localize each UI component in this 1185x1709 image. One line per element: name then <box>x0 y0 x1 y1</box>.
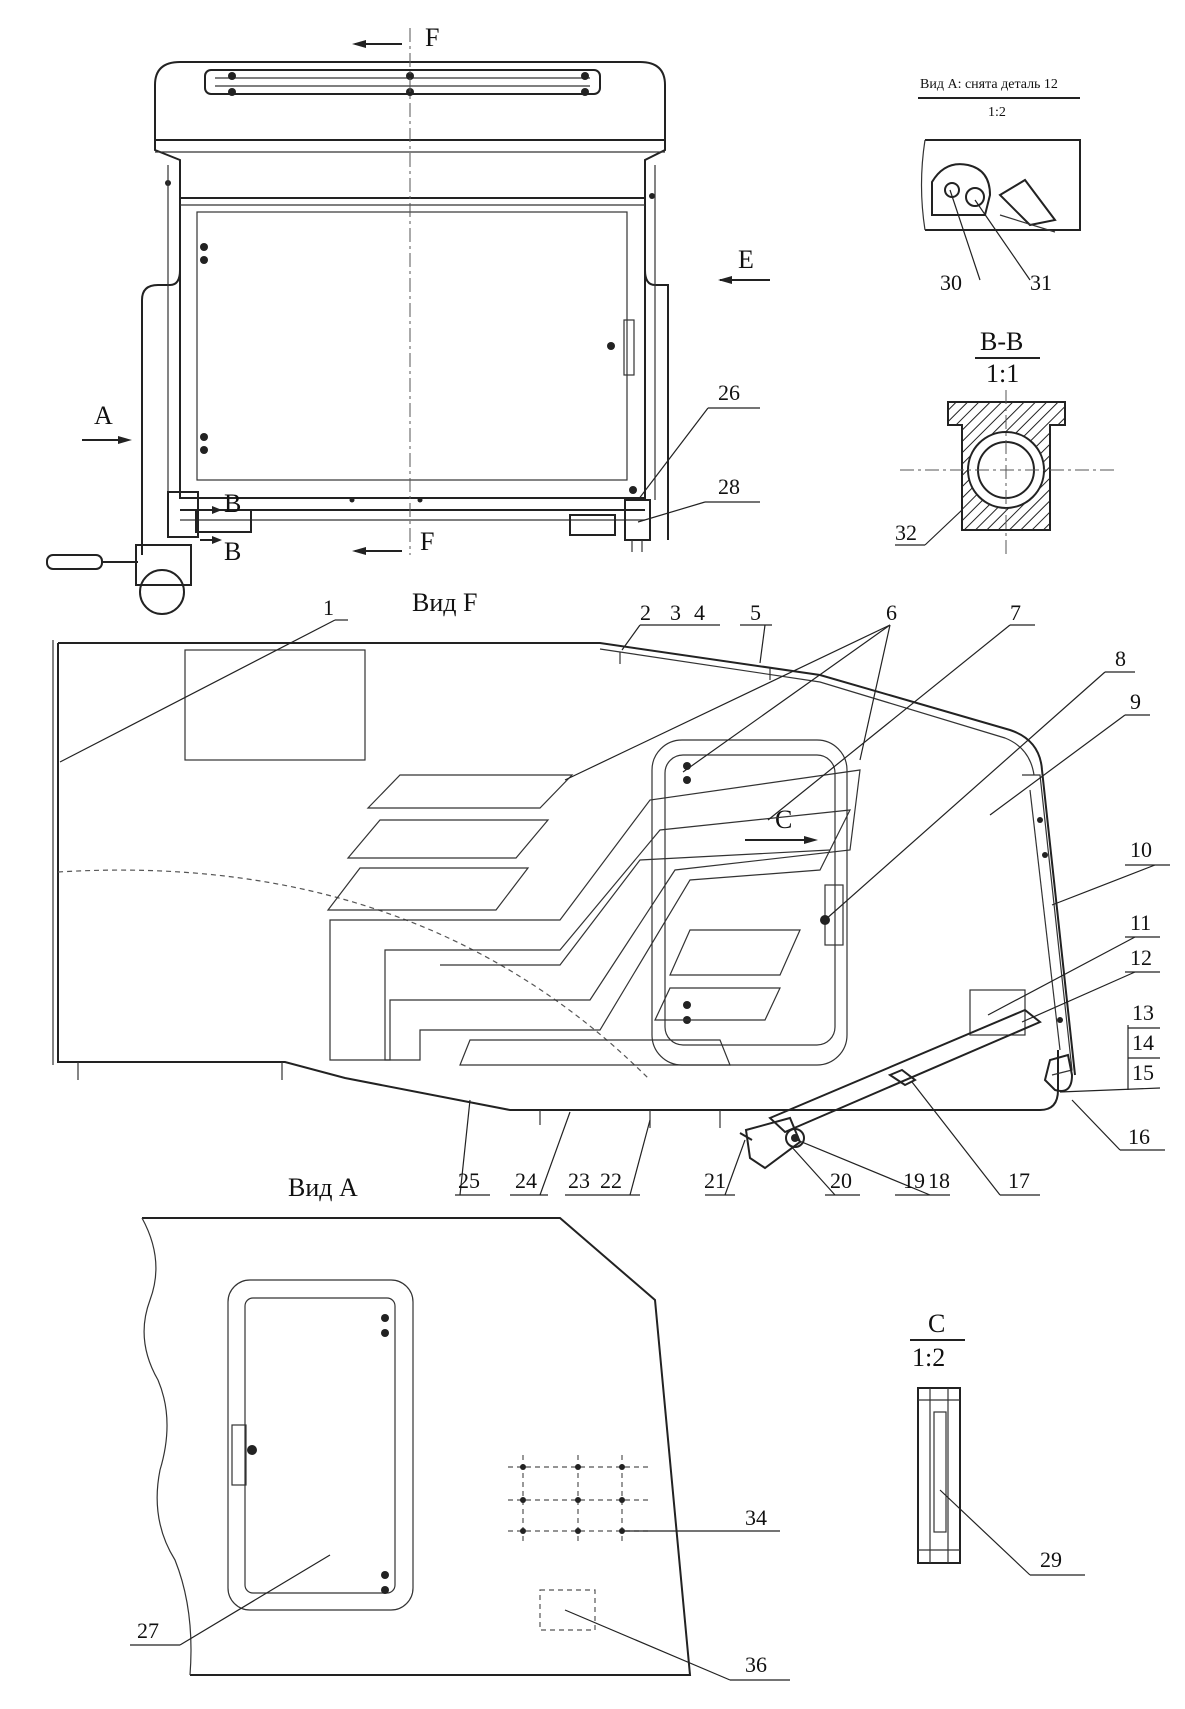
brand-logo <box>326 769 861 1066</box>
callout-6: 6 <box>886 600 897 625</box>
callout-9: 9 <box>1130 689 1141 714</box>
left-handle <box>46 554 103 570</box>
view-c-scale: 1:2 <box>912 1343 945 1372</box>
callout-4: 4 <box>694 600 705 625</box>
callout-31: 31 <box>1030 270 1052 295</box>
label-plate <box>184 649 366 761</box>
rear-box <box>969 989 1026 1036</box>
view-a-arrow-label: A <box>94 401 113 430</box>
callout-23: 23 <box>568 1168 590 1193</box>
callout-28: 28 <box>718 474 740 499</box>
side-door <box>651 739 848 1066</box>
callout-7: 7 <box>1010 600 1021 625</box>
callout-13: 13 <box>1132 1000 1154 1025</box>
callout-10: 10 <box>1130 837 1152 862</box>
detail-a-title: Вид А: снята деталь 12 <box>920 77 1058 92</box>
cab-side-outline <box>57 643 1059 1111</box>
callout-30: 30 <box>940 270 962 295</box>
callout-24: 24 <box>515 1168 537 1193</box>
callout-18: 18 <box>928 1168 950 1193</box>
callout-32: 32 <box>895 520 917 545</box>
section-b-lower-label: B <box>224 537 241 566</box>
view-f-title: Вид F <box>412 588 477 617</box>
section-f-top-label: F <box>425 23 439 52</box>
callout-17: 17 <box>1008 1168 1030 1193</box>
right-mount <box>569 514 616 536</box>
callout-36: 36 <box>745 1652 767 1677</box>
left-mount <box>195 509 252 533</box>
windshield-frame <box>179 197 646 499</box>
view-c-title: C <box>928 1309 945 1338</box>
front-view: F F E A B B 26 28 <box>46 23 770 615</box>
callout-5: 5 <box>750 600 761 625</box>
top-wiper-bar <box>204 69 601 95</box>
section-bb-title: B-B <box>980 327 1023 356</box>
windshield-glass <box>196 211 628 481</box>
callout-2: 2 <box>640 600 651 625</box>
seal-profile <box>917 1387 961 1564</box>
callout-27: 27 <box>137 1618 159 1643</box>
section-b-upper-label: B <box>224 489 241 518</box>
section-f-bottom-label: F <box>420 527 434 556</box>
detail-view-a-removed: Вид А: снята деталь 12 1:2 30 31 <box>918 77 1081 295</box>
callout-34: 34 <box>745 1505 767 1530</box>
view-a-box <box>539 1589 596 1631</box>
left-bracket <box>167 491 199 538</box>
hinge-plate <box>931 163 992 216</box>
callout-12: 12 <box>1130 945 1152 970</box>
door-handle <box>623 319 635 376</box>
callout-8: 8 <box>1115 646 1126 671</box>
cab-outline <box>141 61 669 555</box>
callout-15: 15 <box>1132 1060 1154 1085</box>
callout-3: 3 <box>670 600 681 625</box>
callout-1: 1 <box>323 595 334 620</box>
callout-29: 29 <box>1040 1547 1062 1572</box>
view-e-label: E <box>738 245 754 274</box>
detail-view-c: C 1:2 29 <box>910 1309 1085 1576</box>
view-c-marker: C <box>775 805 792 834</box>
callout-22: 22 <box>600 1168 622 1193</box>
callout-11: 11 <box>1130 910 1151 935</box>
callout-25: 25 <box>458 1168 480 1193</box>
section-bb-scale: 1:1 <box>986 359 1019 388</box>
detail-a-scale: 1:2 <box>988 105 1006 120</box>
view-a: Вид А 34 36 27 <box>130 1173 790 1681</box>
callout-19: 19 <box>903 1168 925 1193</box>
callout-20: 20 <box>830 1168 852 1193</box>
callout-14: 14 <box>1132 1030 1154 1055</box>
left-cylinder <box>139 569 185 615</box>
view-a-door <box>227 1279 414 1611</box>
callout-21: 21 <box>704 1168 726 1193</box>
support-arm <box>768 1008 1042 1134</box>
callout-26: 26 <box>718 380 740 405</box>
callout-16: 16 <box>1128 1124 1150 1149</box>
view-f: Вид F C <box>52 588 1170 1196</box>
view-a-title: Вид А <box>288 1173 358 1202</box>
section-bb: B-B 1:1 32 <box>895 327 1115 555</box>
